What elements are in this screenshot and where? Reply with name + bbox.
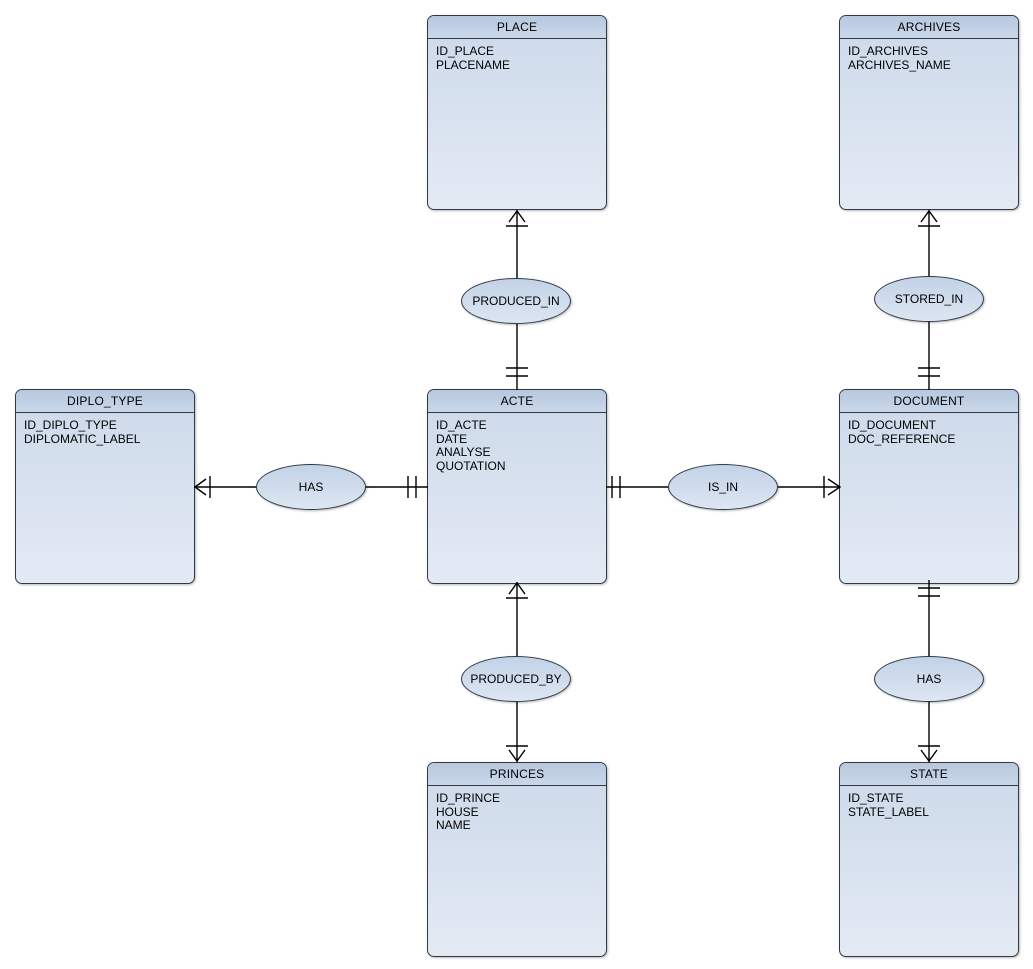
- attribute: ID_STATE: [848, 791, 904, 805]
- relationship-produced-by[interactable]: PRODUCED_BY: [461, 656, 571, 702]
- entity-state[interactable]: STATE ID_STATE STATE_LABEL: [839, 762, 1019, 957]
- connector-produced-in-acte: [497, 318, 537, 392]
- attribute: ID_DOCUMENT: [848, 418, 937, 432]
- relationship-has-diplo[interactable]: HAS: [256, 464, 366, 510]
- entity-place-attributes: ID_PLACE PLACENAME: [428, 39, 606, 72]
- attribute: STATE_LABEL: [848, 804, 929, 819]
- entity-diplo-type[interactable]: DIPLO_TYPE ID_DIPLO_TYPE DIPLOMATIC_LABE…: [15, 389, 195, 584]
- attribute: QUOTATION: [436, 458, 506, 473]
- entity-princes-title: PRINCES: [428, 763, 606, 786]
- entity-place[interactable]: PLACE ID_PLACE PLACENAME: [427, 15, 607, 210]
- entity-state-attributes: ID_STATE STATE_LABEL: [840, 786, 1018, 819]
- relationship-label: HAS: [298, 480, 324, 494]
- attribute: ARCHIVES_NAME: [848, 57, 951, 72]
- entity-acte-attributes: ID_ACTE DATE ANALYSE QUOTATION: [428, 413, 606, 473]
- entity-state-title: STATE: [840, 763, 1018, 786]
- attribute: DOC_REFERENCE: [848, 431, 956, 446]
- entity-place-title: PLACE: [428, 16, 606, 39]
- connector-stored-in-document: [909, 316, 949, 392]
- entity-princes[interactable]: PRINCES ID_PRINCE HOUSE NAME: [427, 762, 607, 957]
- connector-produced-by-princes: [497, 696, 537, 764]
- attribute: ID_ARCHIVES: [848, 44, 929, 58]
- entity-archives-title: ARCHIVES: [840, 16, 1018, 39]
- entity-acte[interactable]: ACTE ID_ACTE DATE ANALYSE QUOTATION: [427, 389, 607, 584]
- entity-document-attributes: ID_DOCUMENT DOC_REFERENCE: [840, 413, 1018, 446]
- attribute: PLACENAME: [436, 57, 511, 72]
- attribute: ANALYSE: [436, 445, 491, 460]
- relationship-label: PRODUCED_BY: [470, 672, 562, 686]
- attribute: NAME: [436, 818, 471, 833]
- connector-acte-produced-by: [497, 580, 537, 662]
- entity-archives-attributes: ID_ARCHIVES ARCHIVES_NAME: [840, 39, 1018, 72]
- relationship-label: HAS: [916, 672, 942, 686]
- attribute: DATE: [436, 431, 468, 446]
- relationship-is-in[interactable]: IS_IN: [668, 464, 778, 510]
- entity-document-title: DOCUMENT: [840, 390, 1018, 413]
- entity-acte-title: ACTE: [428, 390, 606, 413]
- entity-diplo-type-attributes: ID_DIPLO_TYPE DIPLOMATIC_LABEL: [16, 413, 194, 446]
- connector-place-produced-in: [497, 208, 537, 284]
- attribute: ID_DIPLO_TYPE: [24, 418, 117, 432]
- attribute: DIPLOMATIC_LABEL: [24, 431, 141, 446]
- relationship-produced-in[interactable]: PRODUCED_IN: [461, 278, 571, 324]
- attribute: ID_ACTE: [436, 418, 487, 432]
- relationship-stored-in[interactable]: STORED_IN: [874, 276, 984, 322]
- entity-diplo-type-title: DIPLO_TYPE: [16, 390, 194, 413]
- entity-archives[interactable]: ARCHIVES ID_ARCHIVES ARCHIVES_NAME: [839, 15, 1019, 210]
- connector-archives-stored-in: [909, 208, 949, 278]
- connector-document-has-state: [909, 580, 949, 662]
- attribute: ID_PLACE: [436, 44, 495, 58]
- entity-document[interactable]: DOCUMENT ID_DOCUMENT DOC_REFERENCE: [839, 389, 1019, 584]
- relationship-label: IS_IN: [707, 480, 738, 494]
- relationship-has-state[interactable]: HAS: [874, 656, 984, 702]
- relationship-label: PRODUCED_IN: [472, 294, 560, 308]
- attribute: HOUSE: [436, 804, 479, 819]
- relationship-label: STORED_IN: [894, 292, 964, 306]
- entity-princes-attributes: ID_PRINCE HOUSE NAME: [428, 786, 606, 833]
- attribute: ID_PRINCE: [436, 791, 501, 805]
- connector-has-state-state: [909, 696, 949, 764]
